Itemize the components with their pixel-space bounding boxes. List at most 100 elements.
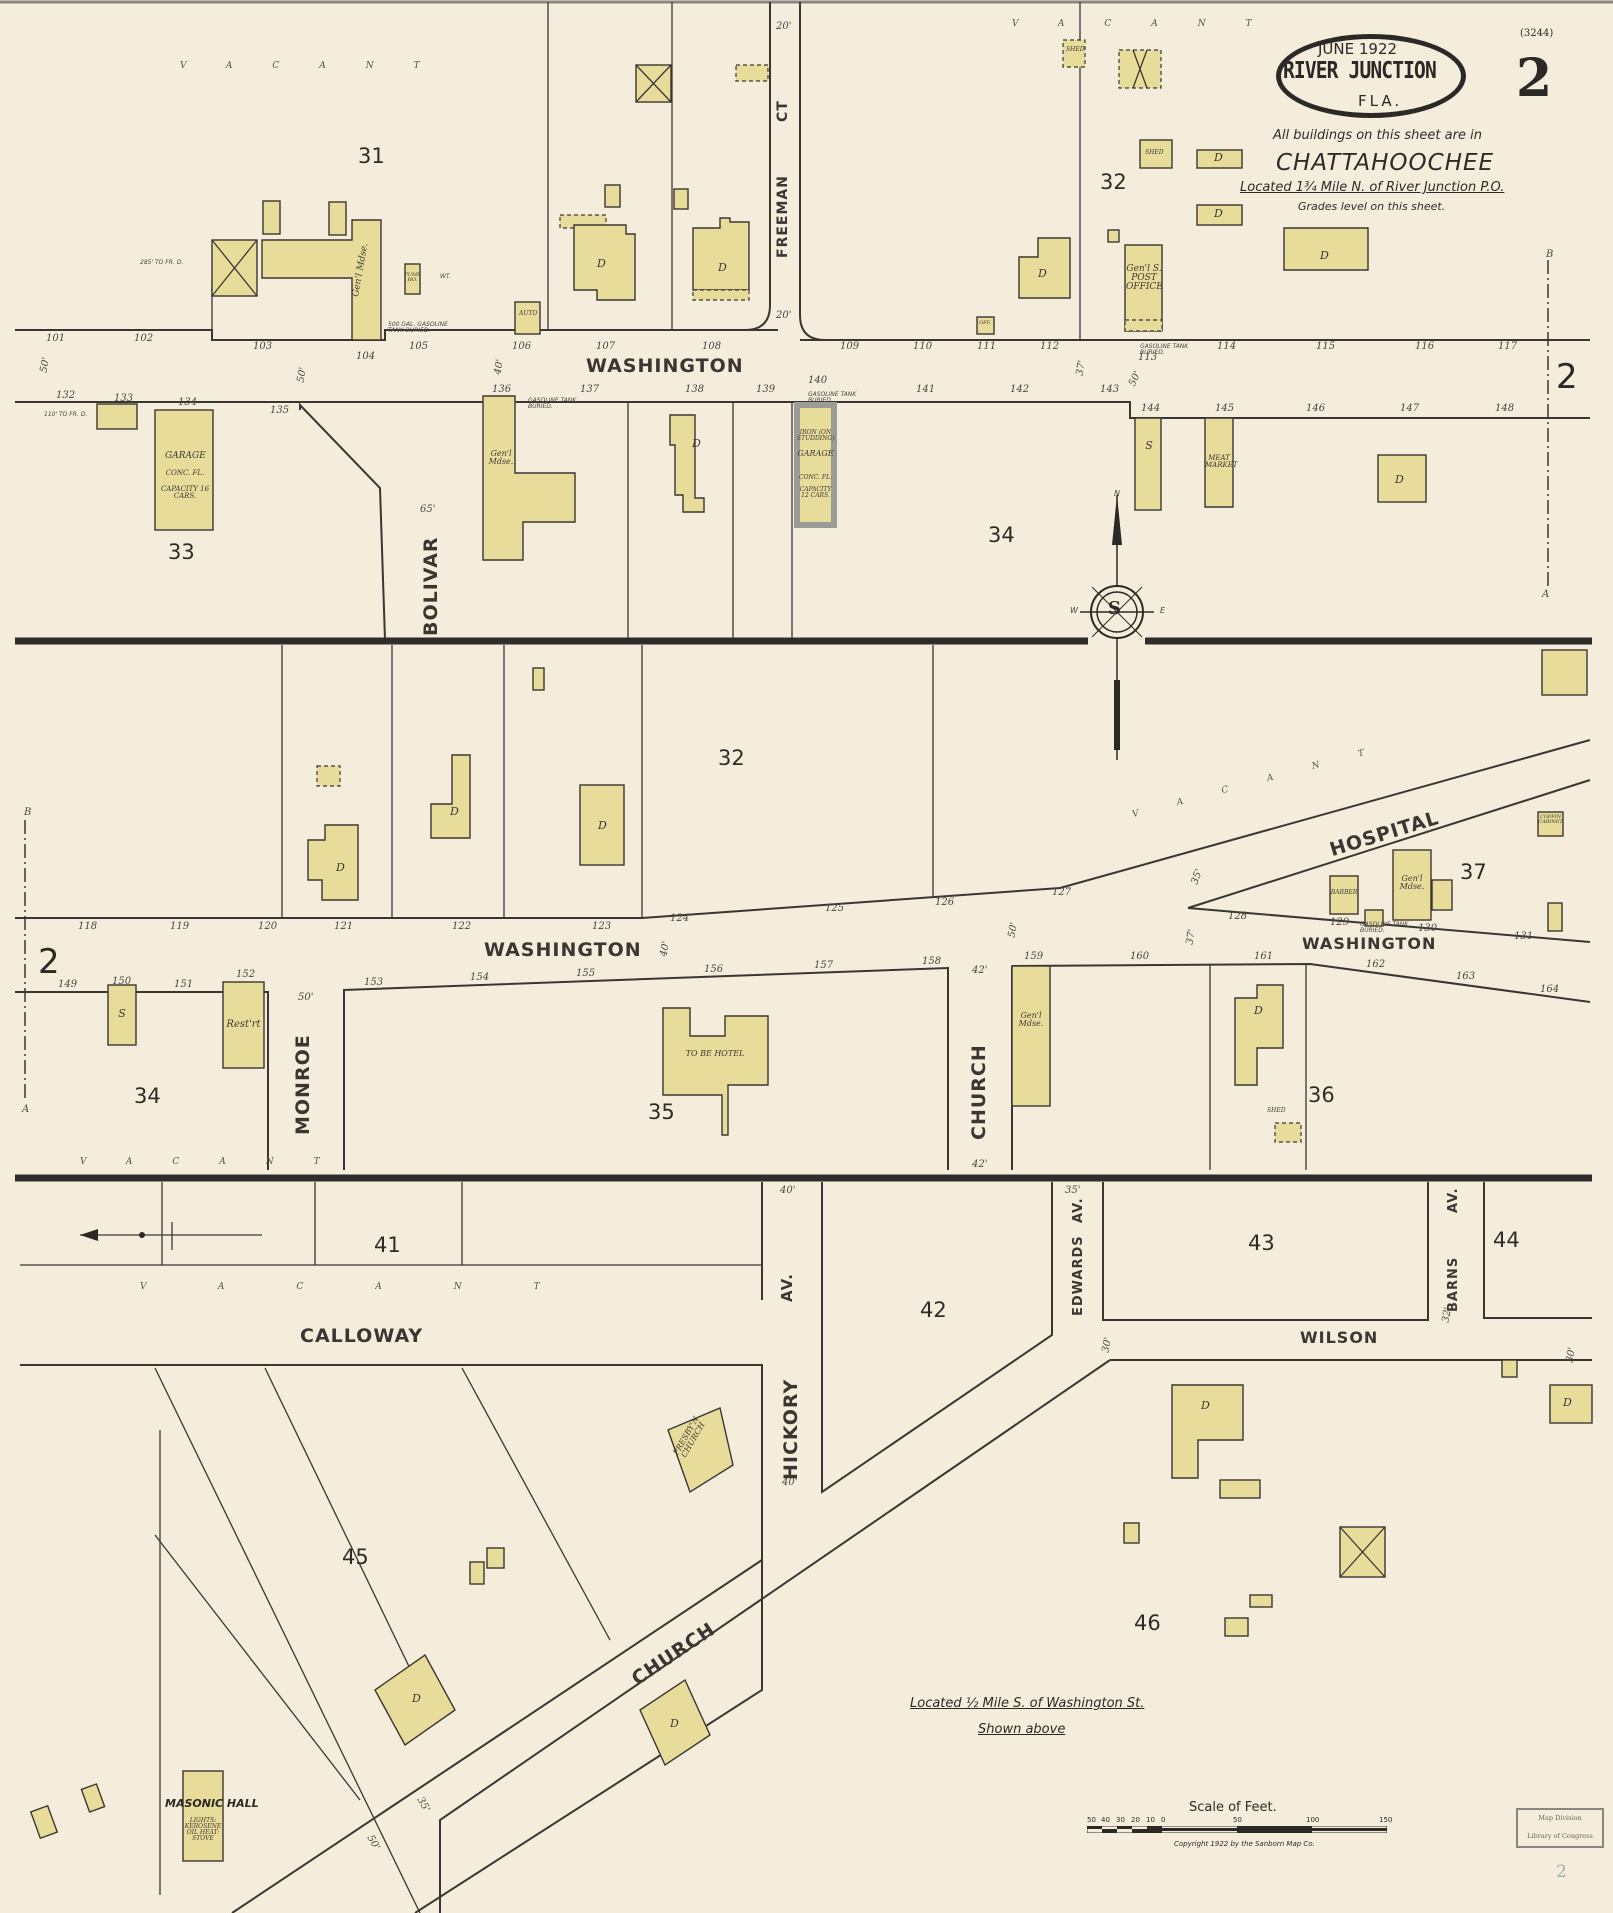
building-label-coffin-cabinet: COFFIN CABINET xyxy=(1538,814,1563,825)
vacant-label: VACANT xyxy=(1012,19,1292,29)
map-date: JUNE 1922 xyxy=(1318,40,1398,58)
block-number: 32 xyxy=(1100,170,1127,194)
street-edwards-av: AV. xyxy=(1071,1197,1086,1223)
address-number: 118 xyxy=(78,921,98,932)
building-label-shed: SHED xyxy=(1145,149,1164,156)
building-label-barber: BARBER xyxy=(1330,889,1358,896)
building-label-dwelling: D xyxy=(670,1717,679,1730)
key-letter-a: A xyxy=(22,1104,30,1115)
scale-tick: 150 xyxy=(1379,1816,1393,1824)
block-number: 36 xyxy=(1308,1083,1335,1107)
building-label-dwelling: D xyxy=(1038,267,1047,280)
address-number: 163 xyxy=(1456,971,1476,982)
note-water-tank: WT. xyxy=(440,273,451,280)
street-bolivar: BOLIVAR xyxy=(420,536,442,636)
address-number: 120 xyxy=(258,921,278,932)
address-number: 114 xyxy=(1217,341,1237,352)
building-label-dwelling: D xyxy=(1214,151,1223,164)
address-number: 113 xyxy=(1138,352,1158,363)
building-label-dwelling: D xyxy=(336,861,345,874)
address-number: 108 xyxy=(702,341,722,352)
building-label-dwelling: D xyxy=(597,257,606,270)
title-cartouche xyxy=(1276,34,1466,118)
building-label-post-office: Gen'l S. POST OFFICE xyxy=(1126,264,1163,292)
building-label-pump-house: PUMP HO. xyxy=(404,272,421,283)
building-label-dwelling: D xyxy=(412,1692,421,1705)
compass-west-label: W xyxy=(1070,606,1078,615)
scale-tick: 20 xyxy=(1131,1816,1140,1824)
note-located-south: Located ½ Mile S. of Washington St. xyxy=(910,1696,1145,1711)
building-label-dwelling: D xyxy=(598,819,607,832)
address-number: 144 xyxy=(1141,403,1161,414)
street-width: 35' xyxy=(1065,1185,1081,1196)
address-number: 124 xyxy=(670,913,690,924)
address-number: 103 xyxy=(253,341,273,352)
address-number: 159 xyxy=(1024,951,1044,962)
scale-tick: 50 xyxy=(1087,1816,1096,1824)
street-washington-south: WASHINGTON xyxy=(484,939,642,961)
sheet-code: (3244) xyxy=(1520,28,1554,39)
street-width: 42' xyxy=(972,965,988,976)
address-number: 138 xyxy=(685,384,705,395)
scale-title: Scale of Feet. xyxy=(1189,1800,1277,1815)
vacant-label: VACANT xyxy=(180,61,460,71)
header-note-line1: All buildings on this sheet are in xyxy=(1273,128,1482,143)
building-label-dwelling: D xyxy=(1320,249,1329,262)
street-washington-east: WASHINGTON xyxy=(1302,934,1437,953)
address-number: 136 xyxy=(492,384,512,395)
building-label-masonic-notes: LIGHTS: KEROSENE OIL HEAT: STOVE xyxy=(184,1817,222,1842)
stamp-line: Library of Congress xyxy=(1527,1832,1593,1840)
building-label-garage-iron: IRON (ON STUDDING) xyxy=(797,429,835,442)
address-number: 152 xyxy=(236,969,256,980)
map-state: FLA. xyxy=(1358,92,1403,110)
street-wilson: WILSON xyxy=(1300,1328,1379,1347)
adjoining-sheet-ref: 2 xyxy=(1556,357,1578,397)
block-number: 35 xyxy=(648,1100,675,1124)
building-label-store: S xyxy=(1145,439,1153,452)
address-number: 133 xyxy=(114,393,134,404)
street-hickory: HICKORY xyxy=(780,1378,802,1480)
block-number: 32 xyxy=(718,746,745,770)
building-label-dwelling: D xyxy=(1214,207,1223,220)
block-number: 33 xyxy=(168,540,195,564)
sheet-number: 2 xyxy=(1516,48,1553,109)
address-number: 123 xyxy=(592,921,612,932)
building-label-dwelling: D xyxy=(1201,1399,1210,1412)
address-number: 112 xyxy=(1040,341,1060,352)
block-number: 41 xyxy=(374,1233,401,1257)
copyright: Copyright 1922 by the Sanborn Map Co. xyxy=(1174,1840,1315,1848)
building-label-masonic-hall: MASONIC HALL xyxy=(165,1797,259,1810)
compass-east-label: E xyxy=(1160,606,1166,615)
street-width: 40' xyxy=(780,1185,796,1196)
scale-tick: 30 xyxy=(1116,1816,1125,1824)
address-number: 121 xyxy=(334,921,354,932)
address-number: 106 xyxy=(512,341,532,352)
header-note-town: CHATTAHOOCHEE xyxy=(1276,150,1495,176)
vacant-label: VACANT xyxy=(80,1157,360,1167)
address-number: 125 xyxy=(825,903,845,914)
library-stamp: Map Division Library of Congress xyxy=(1516,1808,1604,1848)
building-label-dwelling: D xyxy=(1254,1004,1263,1017)
key-letter-a: A xyxy=(1542,589,1550,600)
address-number: 116 xyxy=(1415,341,1435,352)
building-label-dwelling: D xyxy=(718,261,727,274)
street-washington-north: WASHINGTON xyxy=(586,355,744,377)
building-label-shed: SHED xyxy=(1267,1107,1286,1114)
building-label-garage-capacity: CAPACITY 16 CARS. xyxy=(160,485,210,500)
note-gasoline-tank: 500 GAL. GASOLINE TANK BURIED. xyxy=(388,321,448,334)
address-number: 142 xyxy=(1010,384,1030,395)
building-label-garage-capacity: CAPACITY 12 CARS. xyxy=(799,486,832,499)
address-number: 148 xyxy=(1495,403,1515,414)
building-label-garage-floor: CONC. FL. xyxy=(165,469,205,477)
note-shown-above: Shown above xyxy=(978,1722,1066,1737)
handwritten-sheet-number: 2 xyxy=(1556,1862,1567,1882)
address-number: 111 xyxy=(977,341,997,352)
address-number: 134 xyxy=(178,397,198,408)
header-note-line3: Grades level on this sheet. xyxy=(1298,200,1446,213)
note-gasoline-tank: GASOLINE TANK BURIED. xyxy=(1140,343,1189,356)
scale-tick: 50 xyxy=(1233,1816,1242,1824)
building-label-garage: GARAGE xyxy=(165,451,206,461)
block-number: 37 xyxy=(1460,860,1487,884)
street-calloway: CALLOWAY xyxy=(300,1325,424,1347)
block-number: 31 xyxy=(358,144,385,168)
